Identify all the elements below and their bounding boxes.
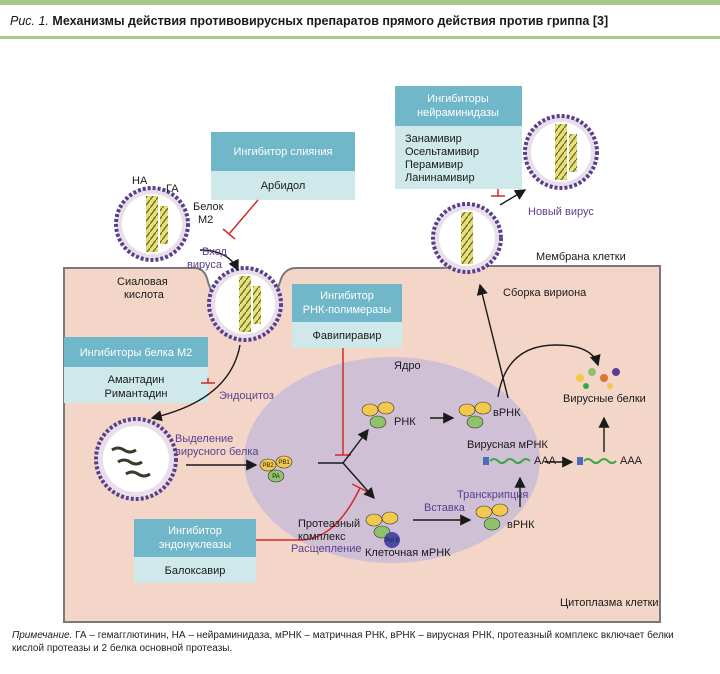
label-virion-assembly: Сборка вириона — [503, 287, 587, 299]
endonuclease-inhibitor-box: Ингибитор эндонуклеазы Балоксавир — [134, 519, 256, 583]
label-viral-proteins: Вирусные белки — [563, 393, 646, 405]
label-virus-entry: вируса — [187, 259, 223, 271]
label-endocytosis: Эндоцитоз — [219, 390, 274, 402]
drug-name: Балоксавир — [165, 565, 226, 577]
label-protease-complex: комплекс — [298, 531, 346, 543]
svg-text:PB2: PB2 — [262, 463, 274, 469]
svg-text:Pol II: Pol II — [385, 538, 399, 544]
m2-inhibitor-box: Ингибиторы белка М2 Амантадин Римантадин — [64, 337, 208, 403]
top-rule — [0, 0, 720, 5]
label-cell-cytoplasm: Цитоплазма клетки — [560, 597, 659, 609]
viral-mrna-strand — [483, 457, 531, 465]
polymerase-complex-vrna-icon — [458, 401, 492, 429]
label-aaa-nucleus: AAA — [534, 455, 557, 467]
label-m2-protein: М2 — [198, 214, 213, 226]
label-cell-membrane: Мембрана клетки — [536, 251, 626, 263]
box-header: Ингибитор слияния — [234, 146, 333, 158]
figure-note: Примечание. ГА – гемагглютинин, НА – ней… — [12, 630, 674, 654]
diagram: Ингибитор слияния Арбидол Ингибиторы бел… — [63, 86, 661, 623]
title-rule — [0, 36, 720, 39]
box-header: Ингибитор — [168, 525, 222, 537]
drug-name: Перамивир — [405, 159, 463, 171]
label-sialic-acid: Сиаловая — [117, 276, 168, 288]
label-protease-complex: Протеазный — [298, 518, 360, 530]
drug-name: Занамивир — [405, 133, 462, 145]
label-na: НА — [132, 175, 148, 187]
polymerase-complex-rna-icon — [361, 401, 395, 429]
drug-name: Амантадин — [108, 374, 165, 386]
svg-text:PB1: PB1 — [278, 460, 290, 466]
drug-name: Осельтамивир — [405, 146, 479, 158]
label-vrna-top: вРНК — [493, 407, 521, 419]
label-viral-protein-release: Выделение — [175, 433, 233, 445]
box-header: Ингибитор — [320, 290, 374, 302]
box-header: РНК-полимеразы — [303, 304, 392, 316]
new-virus — [523, 114, 599, 190]
virus-entering — [114, 186, 190, 262]
svg-text:PA: PA — [272, 474, 280, 480]
label-aaa-cytoplasm: AAA — [620, 455, 643, 467]
virus-budding — [431, 202, 503, 274]
label-transcription: Транскрипция — [457, 489, 528, 501]
drug-name: Ланинамивир — [405, 172, 475, 184]
label-cleavage: Расщепление — [291, 543, 361, 555]
label-viral-mrna: Вирусная мРНК — [467, 439, 548, 451]
label-viral-protein-release: вирусного белка — [175, 446, 259, 458]
fusion-inhibitor-box: Ингибитор слияния Арбидол — [211, 132, 355, 200]
endosome — [94, 417, 178, 501]
rna-polymerase-inhibitor-box: Ингибитор РНК-полимеразы Фавипиравир — [292, 284, 402, 348]
drug-name: Фавипиравир — [313, 330, 382, 342]
drug-name: Римантадин — [105, 388, 168, 400]
polymerase-complex-icon: PB2 PB1 PA — [259, 455, 293, 483]
drug-name: Арбидол — [261, 180, 306, 192]
viral-mrna-strand-cytoplasm — [577, 457, 617, 465]
polymerase-complex-insert-icon — [475, 503, 509, 531]
box-header: Ингибиторы — [427, 93, 489, 105]
box-header: нейраминидазы — [417, 107, 499, 119]
box-header: Ингибиторы белка М2 — [80, 347, 193, 359]
virus-endocytosis — [207, 266, 283, 342]
label-nucleus: Ядро — [394, 360, 421, 372]
neuraminidase-inhibitor-box: Ингибиторы нейраминидазы Занамивир Осель… — [395, 86, 522, 189]
pathway-arrows — [150, 189, 610, 526]
label-new-virus: Новый вирус — [528, 206, 594, 218]
label-insertion: Вставка — [424, 502, 466, 514]
figure-title: Рис. 1. Механизмы действия противовирусн… — [10, 14, 609, 28]
viral-proteins-icon — [576, 368, 620, 389]
label-rna: РНК — [394, 416, 416, 428]
label-vrna-bottom: вРНК — [507, 519, 535, 531]
label-sialic-acid: кислота — [124, 289, 165, 301]
label-ha: ГА — [166, 183, 179, 195]
protease-complex-icon: Pol II — [365, 511, 400, 548]
box-header: эндонуклеазы — [159, 539, 231, 551]
label-virus-entry: Вход — [202, 246, 227, 258]
label-m2-protein: Белок — [193, 201, 224, 213]
label-cellular-mrna: Клеточная мРНК — [365, 547, 451, 559]
